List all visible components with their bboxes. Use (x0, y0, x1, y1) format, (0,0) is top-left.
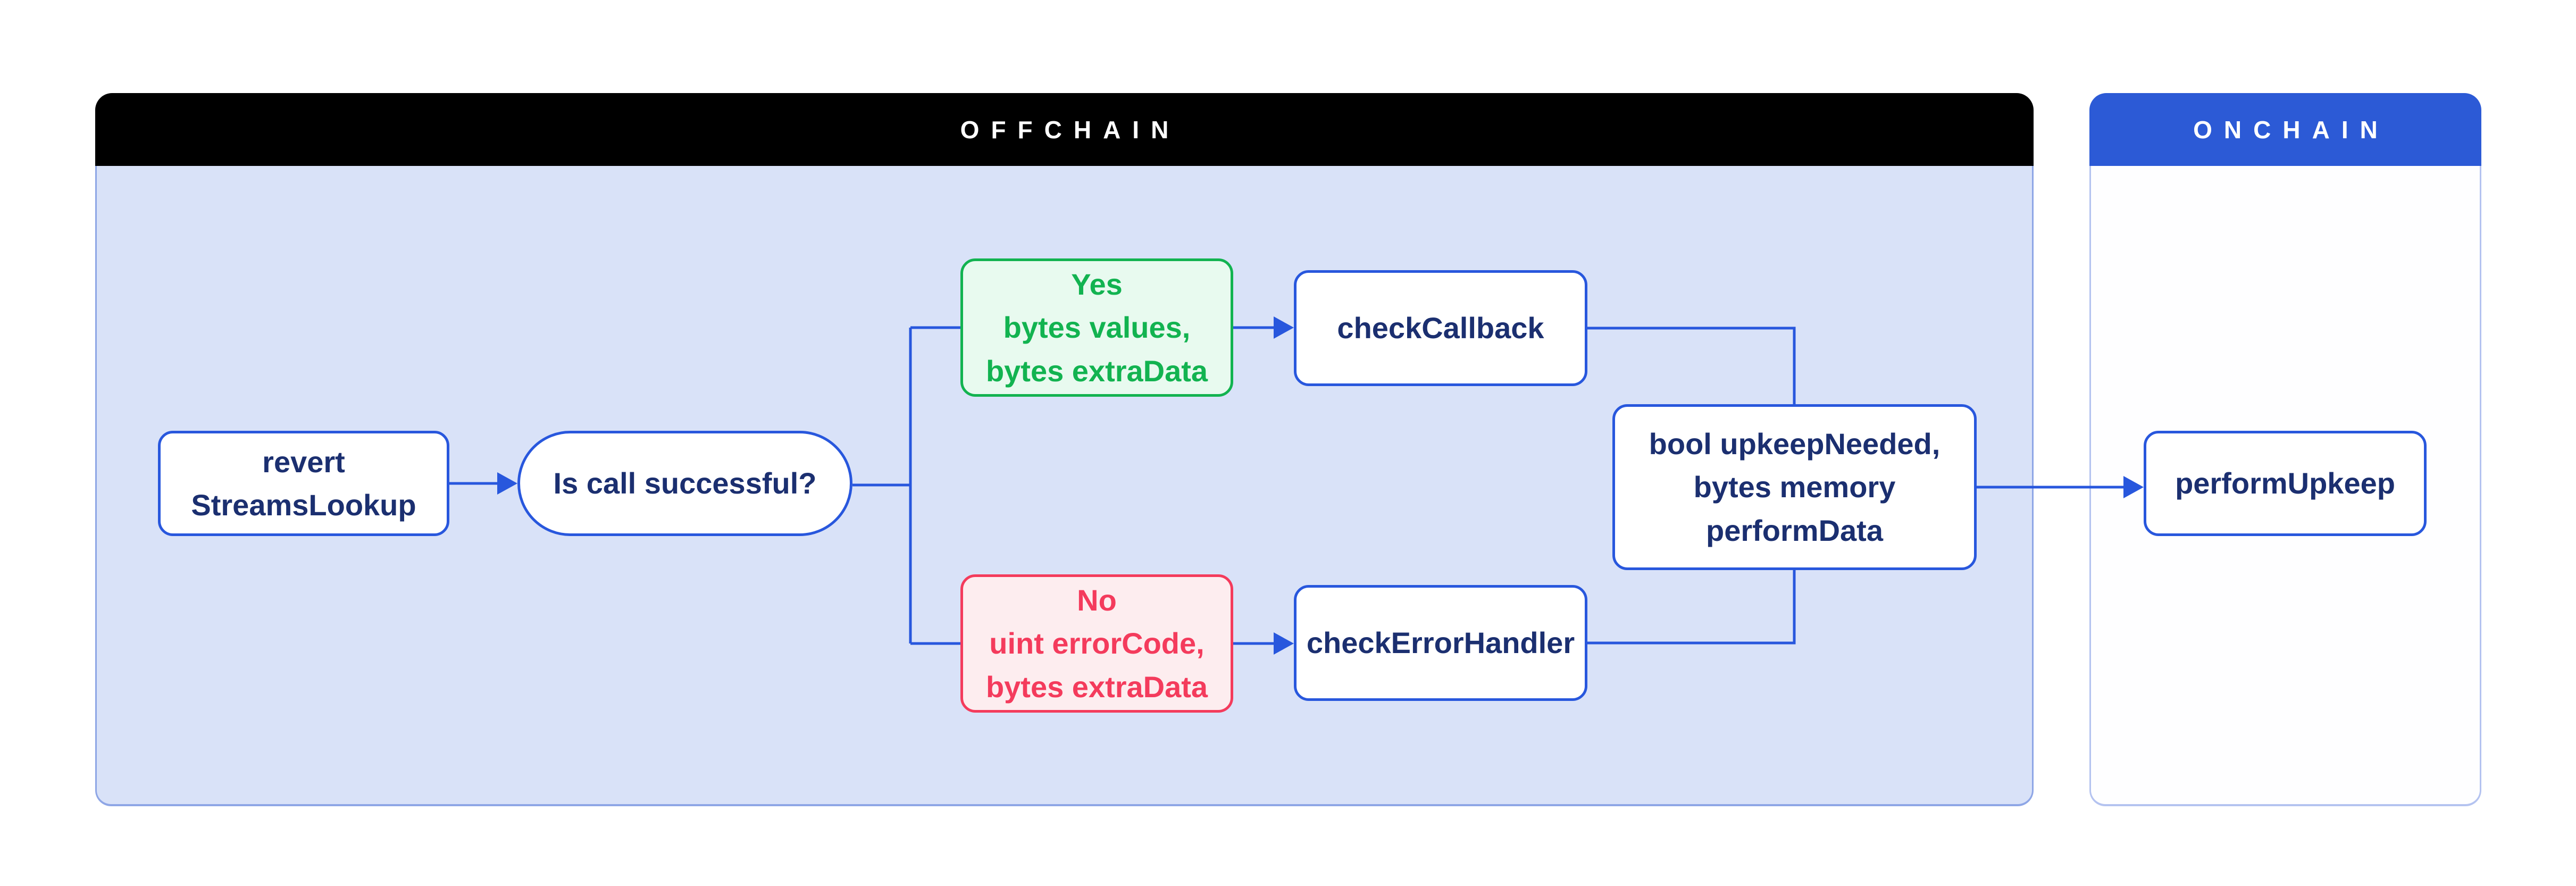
offchain-header: OFFCHAIN (95, 93, 2034, 166)
node-perform-upkeep: performUpkeep (2144, 431, 2427, 536)
node-check-error-handler: checkErrorHandler (1294, 585, 1587, 701)
node-revert-streamslookup: revert StreamsLookup (158, 431, 449, 536)
node-no-branch: No uint errorCode, bytes extraData (960, 574, 1233, 713)
node-yes-branch: Yes bytes values, bytes extraData (960, 258, 1233, 397)
node-upkeep-result: bool upkeepNeeded, bytes memory performD… (1612, 404, 1977, 570)
offchain-title: OFFCHAIN (960, 115, 1181, 144)
node-is-call-successful: Is call successful? (517, 431, 852, 536)
onchain-title: ONCHAIN (2193, 115, 2389, 144)
node-check-callback: checkCallback (1294, 270, 1587, 386)
onchain-header: ONCHAIN (2089, 93, 2481, 166)
